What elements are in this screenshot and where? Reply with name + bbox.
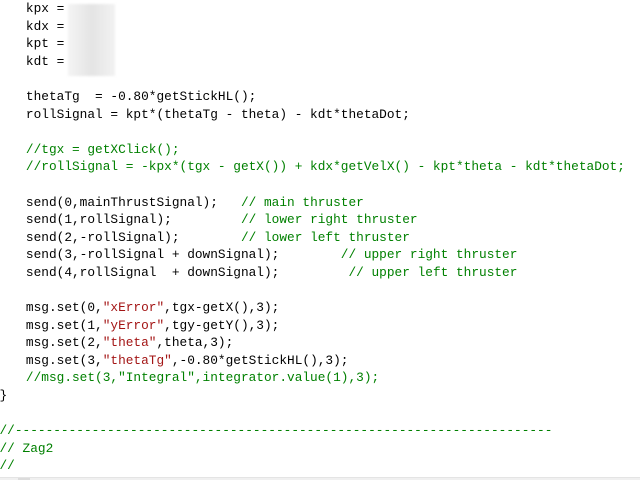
code-text: ,tgy-getY(),3); — [164, 317, 280, 333]
code-comment: // lower right thruster — [240, 212, 418, 228]
code-string: "theta" — [102, 335, 157, 351]
code-line: send(1,rollSignal); // lower right thrus… — [0, 211, 625, 229]
code-line: //tgx = getXClick(); — [0, 141, 625, 159]
code-text: rollSignal = kpt*(thetaTg - theta) - kdt… — [25, 106, 410, 122]
code-text: send(4,rollSignal + downSignal); — [25, 264, 349, 280]
code-string: "xError" — [102, 300, 165, 316]
code-text: send(1,rollSignal); — [25, 212, 241, 228]
code-text: thetaTg = -0.80*getStickHL(); — [25, 88, 257, 104]
code-line: //msg.set(3,"Integral",integrator.value(… — [0, 369, 625, 387]
code-line: // — [0, 457, 625, 475]
code-line: rollSignal = kpt*(thetaTg - theta) - kdt… — [0, 106, 625, 124]
code-line: kdx = — [0, 18, 625, 36]
code-line: kpx = — [0, 0, 625, 18]
horizontal-scrollbar[interactable] — [0, 477, 640, 480]
code-text: ,theta,3); — [156, 335, 234, 351]
code-text: ,-0.80*getStickHL(),3); — [171, 352, 349, 368]
code-line: kpt = — [0, 35, 625, 53]
code-comment: //rollSignal = -kpx*(tgx - getX()) + kdx… — [25, 159, 625, 175]
code-comment: //tgx = getXClick(); — [25, 141, 180, 157]
code-comment: // Zag2 — [0, 440, 54, 456]
code-text: send(0,mainThrustSignal); — [25, 194, 241, 210]
code-text: kdx = — [25, 18, 72, 34]
code-text: send(3,-rollSignal + downSignal); — [25, 247, 341, 263]
code-line: send(3,-rollSignal + downSignal); // upp… — [0, 246, 625, 264]
code-text: send(2,-rollSignal); — [25, 229, 241, 245]
code-line: msg.set(1,"yError",tgy-getY(),3); — [0, 317, 625, 335]
code-line: thetaTg = -0.80*getStickHL(); — [0, 88, 625, 106]
code-line: } — [0, 387, 625, 405]
code-text: msg.set(0, — [25, 300, 103, 316]
code-line: msg.set(0,"xError",tgx-getX(),3); — [0, 299, 625, 317]
redacted-values — [68, 4, 115, 76]
code-line: //--------------------------------------… — [0, 422, 625, 440]
code-text: msg.set(2, — [25, 335, 103, 351]
code-text: ,tgx-getX(),3); — [164, 300, 280, 316]
code-line: //rollSignal = -kpx*(tgx - getX()) + kdx… — [0, 158, 625, 176]
code-line: // Zag2 — [0, 440, 625, 458]
code-line: msg.set(3,"thetaTg",-0.80*getStickHL(),3… — [0, 352, 625, 370]
code-line — [0, 176, 625, 194]
code-line: send(4,rollSignal + downSignal); // uppe… — [0, 264, 625, 282]
code-text: kdt = — [25, 53, 72, 69]
code-text: msg.set(3, — [25, 352, 103, 368]
code-line: msg.set(2,"theta",theta,3); — [0, 334, 625, 352]
code-line: send(2,-rollSignal); // lower left thrus… — [0, 229, 625, 247]
code-comment: // lower left thruster — [240, 229, 410, 245]
code-line — [0, 282, 625, 300]
code-comment: // main thruster — [240, 194, 364, 210]
code-line — [0, 123, 625, 141]
code-text: kpx = — [25, 1, 72, 16]
code-comment: // upper right thruster — [340, 247, 518, 263]
code-comment: //--------------------------------------… — [0, 423, 553, 439]
code-line — [0, 405, 625, 423]
code-editor[interactable]: kpx = kdx = kpt = kdt = thetaTg = -0.80*… — [0, 0, 625, 475]
code-text: msg.set(1, — [25, 317, 103, 333]
code-comment: //msg.set(3,"Integral",integrator.value(… — [25, 370, 380, 386]
code-line: kdt = — [0, 53, 625, 71]
code-line: send(0,mainThrustSignal); // main thrust… — [0, 194, 625, 212]
code-text: kpt = — [25, 36, 72, 52]
code-comment: // — [0, 458, 15, 474]
code-string: "yError" — [102, 317, 165, 333]
scrollbar-thumb[interactable] — [18, 478, 30, 480]
code-text: } — [0, 388, 8, 404]
code-string: "thetaTg" — [102, 352, 172, 368]
code-comment: // upper left thruster — [348, 264, 518, 280]
